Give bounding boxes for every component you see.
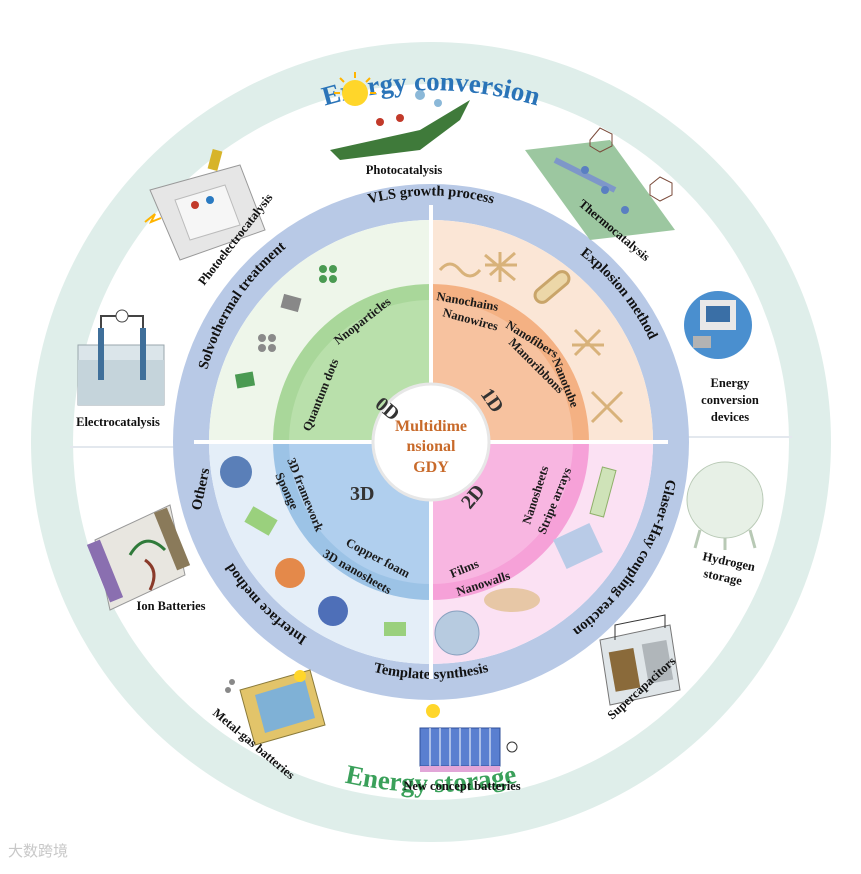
app-energy-devices-3: devices	[711, 410, 749, 424]
app-photocatalysis: Photocatalysis	[366, 163, 443, 177]
app-energy-devices-2: conversion	[701, 393, 759, 407]
app-ion-batteries: Ion Batteries	[136, 599, 205, 613]
energy-devices-illustration	[684, 291, 752, 359]
center-line-3: GDY	[413, 459, 449, 476]
label-3d: 3D	[350, 483, 374, 505]
app-new-concept-batteries: New concept batteries	[403, 779, 520, 793]
app-electrocatalysis: Electrocatalysis	[76, 415, 160, 429]
hydrogen-storage-illustration	[687, 462, 763, 550]
center-line-1: Multidime	[395, 418, 467, 435]
center-line-2: nsional	[407, 438, 456, 455]
watermark: 大数跨境	[8, 840, 68, 861]
app-energy-devices-1: Energy	[711, 376, 751, 390]
